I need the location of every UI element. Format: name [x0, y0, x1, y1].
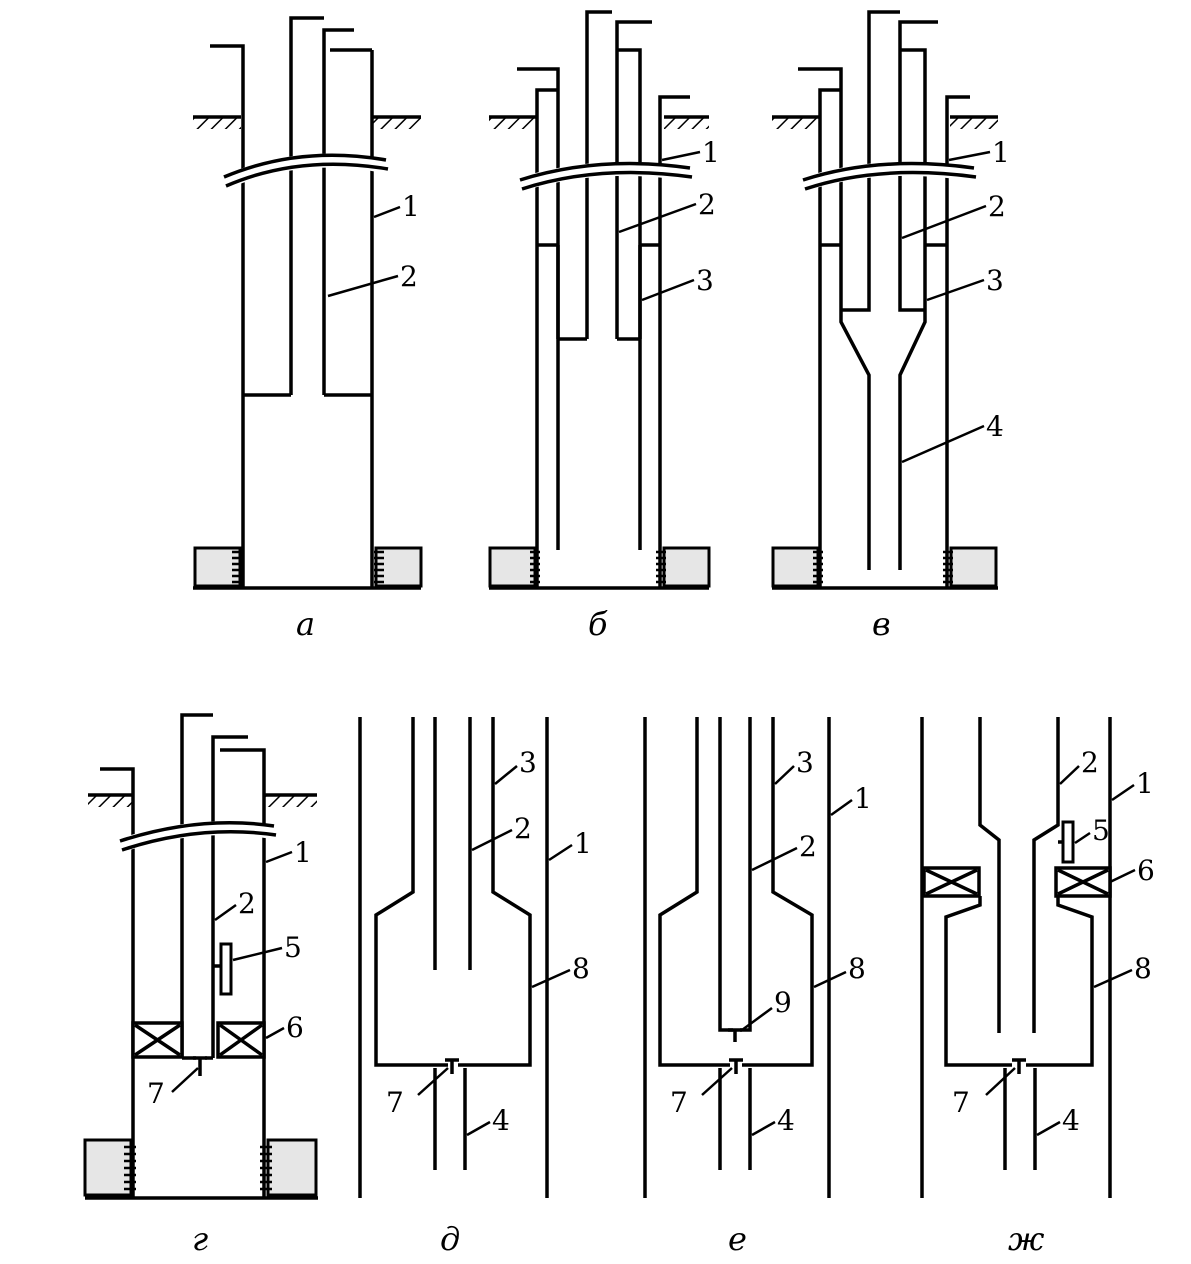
label-7: 7	[670, 1086, 688, 1119]
label-2: 2	[514, 812, 532, 845]
scheme-e: 3 1 2 9 8 7 4 е	[643, 717, 872, 1258]
ground-surface-left	[489, 117, 537, 129]
break-line	[119, 821, 274, 852]
scheme-d: 3 2 1 8 7 4 д	[358, 717, 592, 1258]
label-4: 4	[492, 1104, 510, 1137]
cement-ring-left	[193, 546, 242, 588]
ground-surface-right	[265, 795, 317, 807]
scheme-v: 1 2 3 4 в	[771, 10, 1010, 643]
tubing-string	[718, 717, 733, 1032]
label-1: 1	[574, 827, 592, 860]
label-8: 8	[572, 952, 590, 985]
label-5: 5	[1092, 814, 1110, 847]
caption-a: а	[296, 605, 315, 643]
check-valve	[1012, 1058, 1026, 1074]
inner-valve	[728, 1028, 742, 1042]
caption-v: в	[872, 605, 891, 643]
perforations-left	[530, 550, 540, 584]
intermediate-string	[617, 48, 642, 339]
label-4: 4	[777, 1104, 795, 1137]
cement-ring-right	[949, 546, 998, 588]
break-line	[802, 161, 974, 191]
ground-surface-left	[193, 117, 241, 129]
perforations-right	[260, 1145, 272, 1191]
perforations-left	[813, 550, 823, 584]
scheme-a: 1 2 а	[193, 16, 423, 643]
tubing-string	[978, 717, 1001, 1033]
ground-surface-left	[772, 117, 820, 129]
ground-surface-right	[373, 117, 421, 129]
casing-string	[210, 44, 245, 587]
lower-tubing-string	[839, 310, 871, 570]
label-1: 1	[294, 836, 312, 869]
casing-string	[100, 767, 135, 1198]
label-7: 7	[147, 1077, 165, 1110]
check-valve	[193, 1056, 207, 1076]
break-line	[223, 153, 386, 189]
break-line	[519, 161, 690, 191]
check-valve	[445, 1058, 459, 1074]
perforations-left	[124, 1145, 136, 1191]
caption-zh: ж	[1008, 1220, 1045, 1258]
cement-ring-left	[771, 546, 820, 588]
tubing-string	[867, 10, 900, 200]
label-3: 3	[986, 264, 1004, 297]
casing-string	[798, 67, 843, 310]
label-1: 1	[992, 136, 1010, 169]
label-1: 1	[1136, 767, 1154, 800]
gas-lift-valve	[219, 942, 233, 996]
label-1: 1	[854, 782, 872, 815]
label-5: 5	[284, 931, 302, 964]
cement-ring-right	[374, 546, 423, 588]
scheme-zh: 2 1 5 6 8 7 4 ж	[920, 717, 1155, 1258]
ground-surface-right	[950, 117, 998, 129]
tubing-string	[585, 10, 612, 339]
ground-surface-left	[88, 795, 133, 807]
label-7: 7	[386, 1086, 404, 1119]
label-1: 1	[702, 136, 720, 169]
label-3: 3	[696, 264, 714, 297]
label-2: 2	[698, 188, 716, 221]
perforations-right	[374, 550, 384, 584]
label-2: 2	[400, 260, 418, 293]
label-1: 1	[402, 190, 420, 223]
caption-b: б	[588, 605, 608, 643]
label-4: 4	[986, 410, 1004, 443]
perforations-right	[943, 550, 953, 584]
label-2: 2	[988, 190, 1006, 223]
cement-ring-right	[266, 1138, 318, 1197]
cement-ring-left	[488, 546, 537, 588]
chamber	[658, 717, 730, 1067]
label-2: 2	[799, 830, 817, 863]
intermediate-string	[900, 48, 927, 310]
chamber	[944, 896, 1012, 1067]
label-2: 2	[1081, 746, 1099, 779]
caption-g: г	[192, 1220, 208, 1258]
label-4: 4	[1062, 1104, 1080, 1137]
gas-lift-valve	[1061, 820, 1075, 864]
label-9: 9	[774, 986, 792, 1019]
caption-d: д	[440, 1220, 460, 1258]
label-6: 6	[1137, 854, 1155, 887]
label-8: 8	[848, 952, 866, 985]
label-6: 6	[286, 1011, 304, 1044]
scheme-b: 1 2 3 б	[488, 10, 720, 643]
perforations-left	[232, 550, 242, 584]
check-valve	[729, 1058, 743, 1074]
label-3: 3	[796, 746, 814, 779]
tubing-string	[180, 713, 213, 1058]
label-2: 2	[238, 887, 256, 920]
label-7: 7	[952, 1086, 970, 1119]
perforations-right	[656, 550, 666, 584]
caption-e: е	[728, 1220, 747, 1258]
cement-ring-right	[662, 546, 711, 588]
tubing-string	[289, 16, 324, 395]
ground-surface-right	[664, 117, 709, 129]
chamber	[374, 717, 448, 1067]
label-8: 8	[1134, 952, 1152, 985]
label-3: 3	[519, 746, 537, 779]
scheme-g: 1 2 5 6 7 г	[83, 713, 318, 1258]
swaged-reducer	[841, 200, 871, 312]
